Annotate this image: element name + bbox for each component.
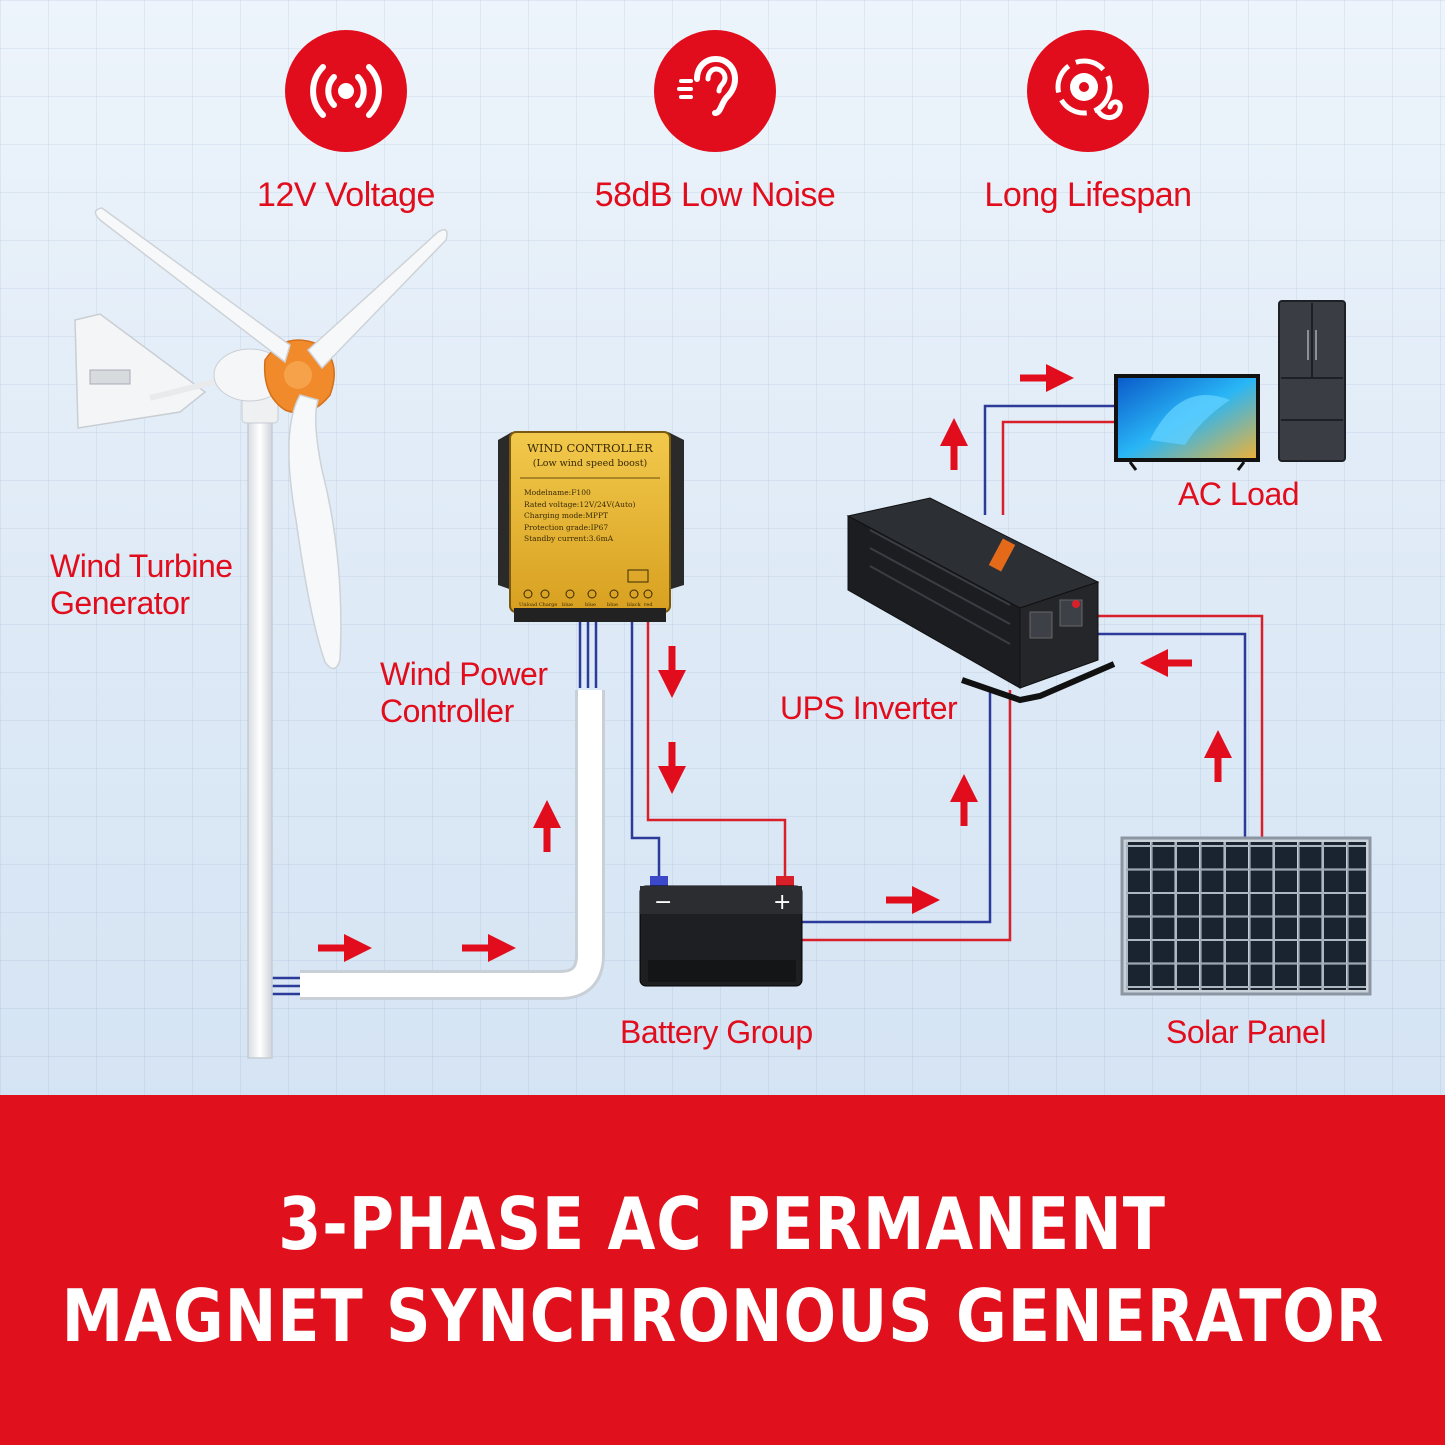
controller-terminal-label: blue [585,602,596,608]
headline-line-1: 3-PHASE AC PERMANENT [278,1182,1167,1266]
turbine-tail-fin [74,313,207,429]
controller-terminal-label: red [644,602,653,608]
label-ups-inverter: UPS Inverter [780,690,958,726]
wire-controller-battery-positive [646,622,787,878]
label-battery-group: Battery Group [620,1014,813,1050]
solar-panel-cells [1126,842,1366,990]
wire-controller-battery-negative [630,622,661,878]
feature-lifespan: Long Lifespan [918,30,1258,215]
ups-inverter [846,497,1116,704]
controller-spec: Protection grade:IP67 [524,522,609,532]
solar-panel [1120,836,1372,996]
feature-noise: 58dB Low Noise [545,30,885,215]
gear-clock-icon [1027,30,1149,152]
wind-turbine [74,207,448,1059]
label-solar-panel: Solar Panel [1166,1014,1326,1050]
wire-inverter-load-red [1001,420,1116,515]
controller-spec: Charging mode:MPPT [524,511,609,520]
wire-battery-inverter-red [800,690,1012,942]
controller-subtitle: (Low wind speed boost) [532,458,648,469]
turbine-pole [247,417,273,1059]
battery-positive-symbol: + [773,890,792,915]
label-ac-load: AC Load [1178,476,1300,512]
controller-terminal-label: Unload Charge [519,602,558,608]
ear-sound-icon [654,30,776,152]
feature-label: 12V Voltage [257,176,435,214]
wire-solar-inverter-red [1098,614,1264,840]
wire-battery-inverter-blue [800,690,992,924]
system-diagram [74,207,1372,1059]
controller-specs: Modelname:F100 Rated voltage:12V/24V(Aut… [524,487,635,545]
feature-label: Long Lifespan [984,176,1192,214]
wiring [266,404,1264,996]
signal-waves-icon [285,30,407,152]
headline-banner: 3-PHASE AC PERMANENT MAGNET SYNCHRONOUS … [0,1095,1445,1445]
flow-arrows [318,364,1232,962]
turbine-blade-top-right [306,229,448,370]
controller-title: WIND CONTROLLER [527,441,653,455]
ac-load-devices [1114,300,1346,471]
headline-line-2: MAGNET SYNCHRONOUS GENERATOR [61,1274,1384,1358]
label-wind-power-controller: Wind Power Controller [380,656,548,729]
feature-label: 58dB Low Noise [594,176,836,214]
controller-terminal-label: black [627,602,641,608]
controller-spec: Rated voltage:12V/24V(Auto) [524,499,636,509]
battery [639,876,803,987]
turbine-blade-top-left [94,207,291,364]
wire-solar-inverter-blue [1098,632,1247,840]
turbine-blade-bottom [288,394,342,670]
battery-negative-symbol: − [654,890,673,915]
label-wind-turbine: Wind Turbine Generator [50,548,233,621]
wind-controller [498,431,684,622]
wire-inverter-load-blue [983,404,1116,515]
controller-terminal-label: blue [607,602,618,608]
controller-spec: Standby current:3.6mA [524,534,614,543]
controller-spec: Modelname:F100 [524,488,591,497]
feature-voltage: 12V Voltage [176,30,516,215]
controller-terminal-label: blue [562,602,573,608]
